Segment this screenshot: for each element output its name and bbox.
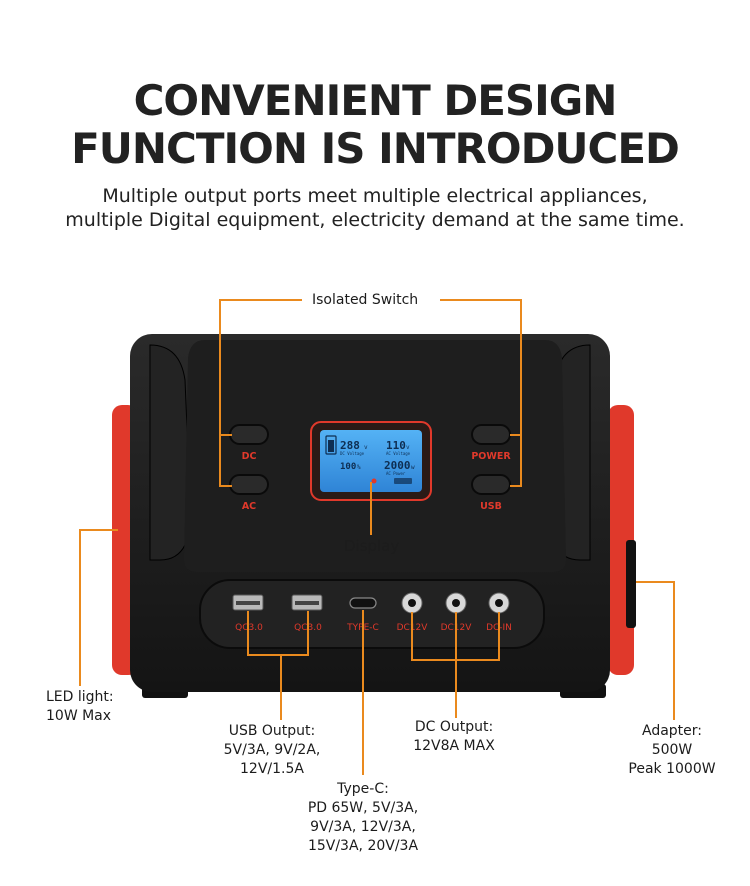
led-light-value: 10W Max [46, 708, 112, 724]
ac-switch-label: AC [242, 501, 256, 512]
headline-line-2: FUNCTION IS INTRODUCED [71, 124, 680, 173]
lcd-plug-indicator [371, 478, 377, 484]
lcd-ac-power-value: 2000 [384, 459, 411, 472]
callout-switch-left [219, 299, 302, 487]
power-switch [471, 424, 511, 445]
lcd-ac-voltage-unit: v [406, 444, 410, 451]
lcd-ac-voltage-value: 110 [386, 439, 406, 452]
type-c-spec-3: 15V/3A, 20V/3A [307, 838, 419, 854]
port-panel [199, 579, 545, 649]
callout-usb [247, 611, 309, 656]
lcd-battery-unit: % [357, 464, 361, 471]
handle-left [149, 344, 192, 561]
lcd-ac-power-unit: w [411, 464, 415, 471]
dc-output-callout: DC Output: 12V8A MAX [413, 718, 495, 756]
subtitle-line-1: Multiple output ports meet multiple elec… [102, 185, 648, 207]
usb-output-spec-2: 12V/1.5A [240, 761, 304, 777]
lcd-dc-voltage-label: DC Voltage [340, 451, 365, 456]
dc-output-spec: 12V8A MAX [413, 738, 495, 754]
led-light-callout: LED light: 10W Max [46, 688, 114, 726]
lcd-screen [320, 430, 422, 492]
usb-switch-label: USB [480, 501, 502, 512]
lcd-ac-power-label: AC Power [386, 471, 406, 476]
dc-switch [229, 424, 269, 445]
callout-lines [79, 299, 675, 775]
lcd-usb-indicator [394, 478, 412, 484]
lcd-dc-voltage-unit: v [364, 444, 368, 451]
adapter-port [626, 540, 636, 628]
dc-switch-label: DC [242, 451, 257, 462]
ac-switch [229, 474, 269, 495]
headline-line-1: CONVENIENT DESIGN [133, 76, 618, 125]
power-switch-label: POWER [471, 451, 511, 462]
dc-output-title: DC Output: [414, 719, 494, 735]
usb-output-callout: USB Output: 5V/3A, 9V/2A, 12V/1.5A [224, 722, 321, 779]
adapter-spec-2: Peak 1000W [628, 761, 716, 777]
callout-switch-right [440, 299, 522, 487]
callout-adapter [636, 581, 675, 720]
adapter-title: Adapter: [641, 723, 703, 739]
lcd-dc-voltage-value: 288 [340, 439, 360, 452]
callout-led [79, 529, 118, 686]
type-c-callout: Type-C: PD 65W, 5V/3A, 9V/3A, 12V/3A, 15… [308, 780, 418, 856]
usb-output-spec-1: 5V/3A, 9V/2A, [223, 742, 321, 758]
subtitle-line-2: multiple Digital equipment, electricity … [65, 209, 685, 231]
isolated-switch-label: Isolated Switch [312, 292, 419, 308]
lcd-ac-voltage-label: AC Voltage [386, 451, 411, 456]
adapter-callout: Adapter: 500W Peak 1000W [628, 722, 715, 779]
usb-output-title: USB Output: [228, 723, 316, 739]
lcd-battery-percent: 100 [340, 462, 356, 472]
led-light-title: LED light: [46, 689, 114, 705]
type-c-spec-2: 9V/3A, 12V/3A, [310, 819, 416, 835]
port-label-qc1: QC3.0 [235, 623, 263, 633]
type-c-spec-1: PD 65W, 5V/3A, [307, 800, 419, 816]
adapter-spec-1: 500W [651, 742, 693, 758]
usb-switch [471, 474, 511, 495]
lcd-battery-icon [325, 435, 337, 455]
display-label: Display [344, 537, 400, 555]
type-c-port [349, 597, 377, 609]
type-c-title: Type-C: [337, 781, 389, 797]
